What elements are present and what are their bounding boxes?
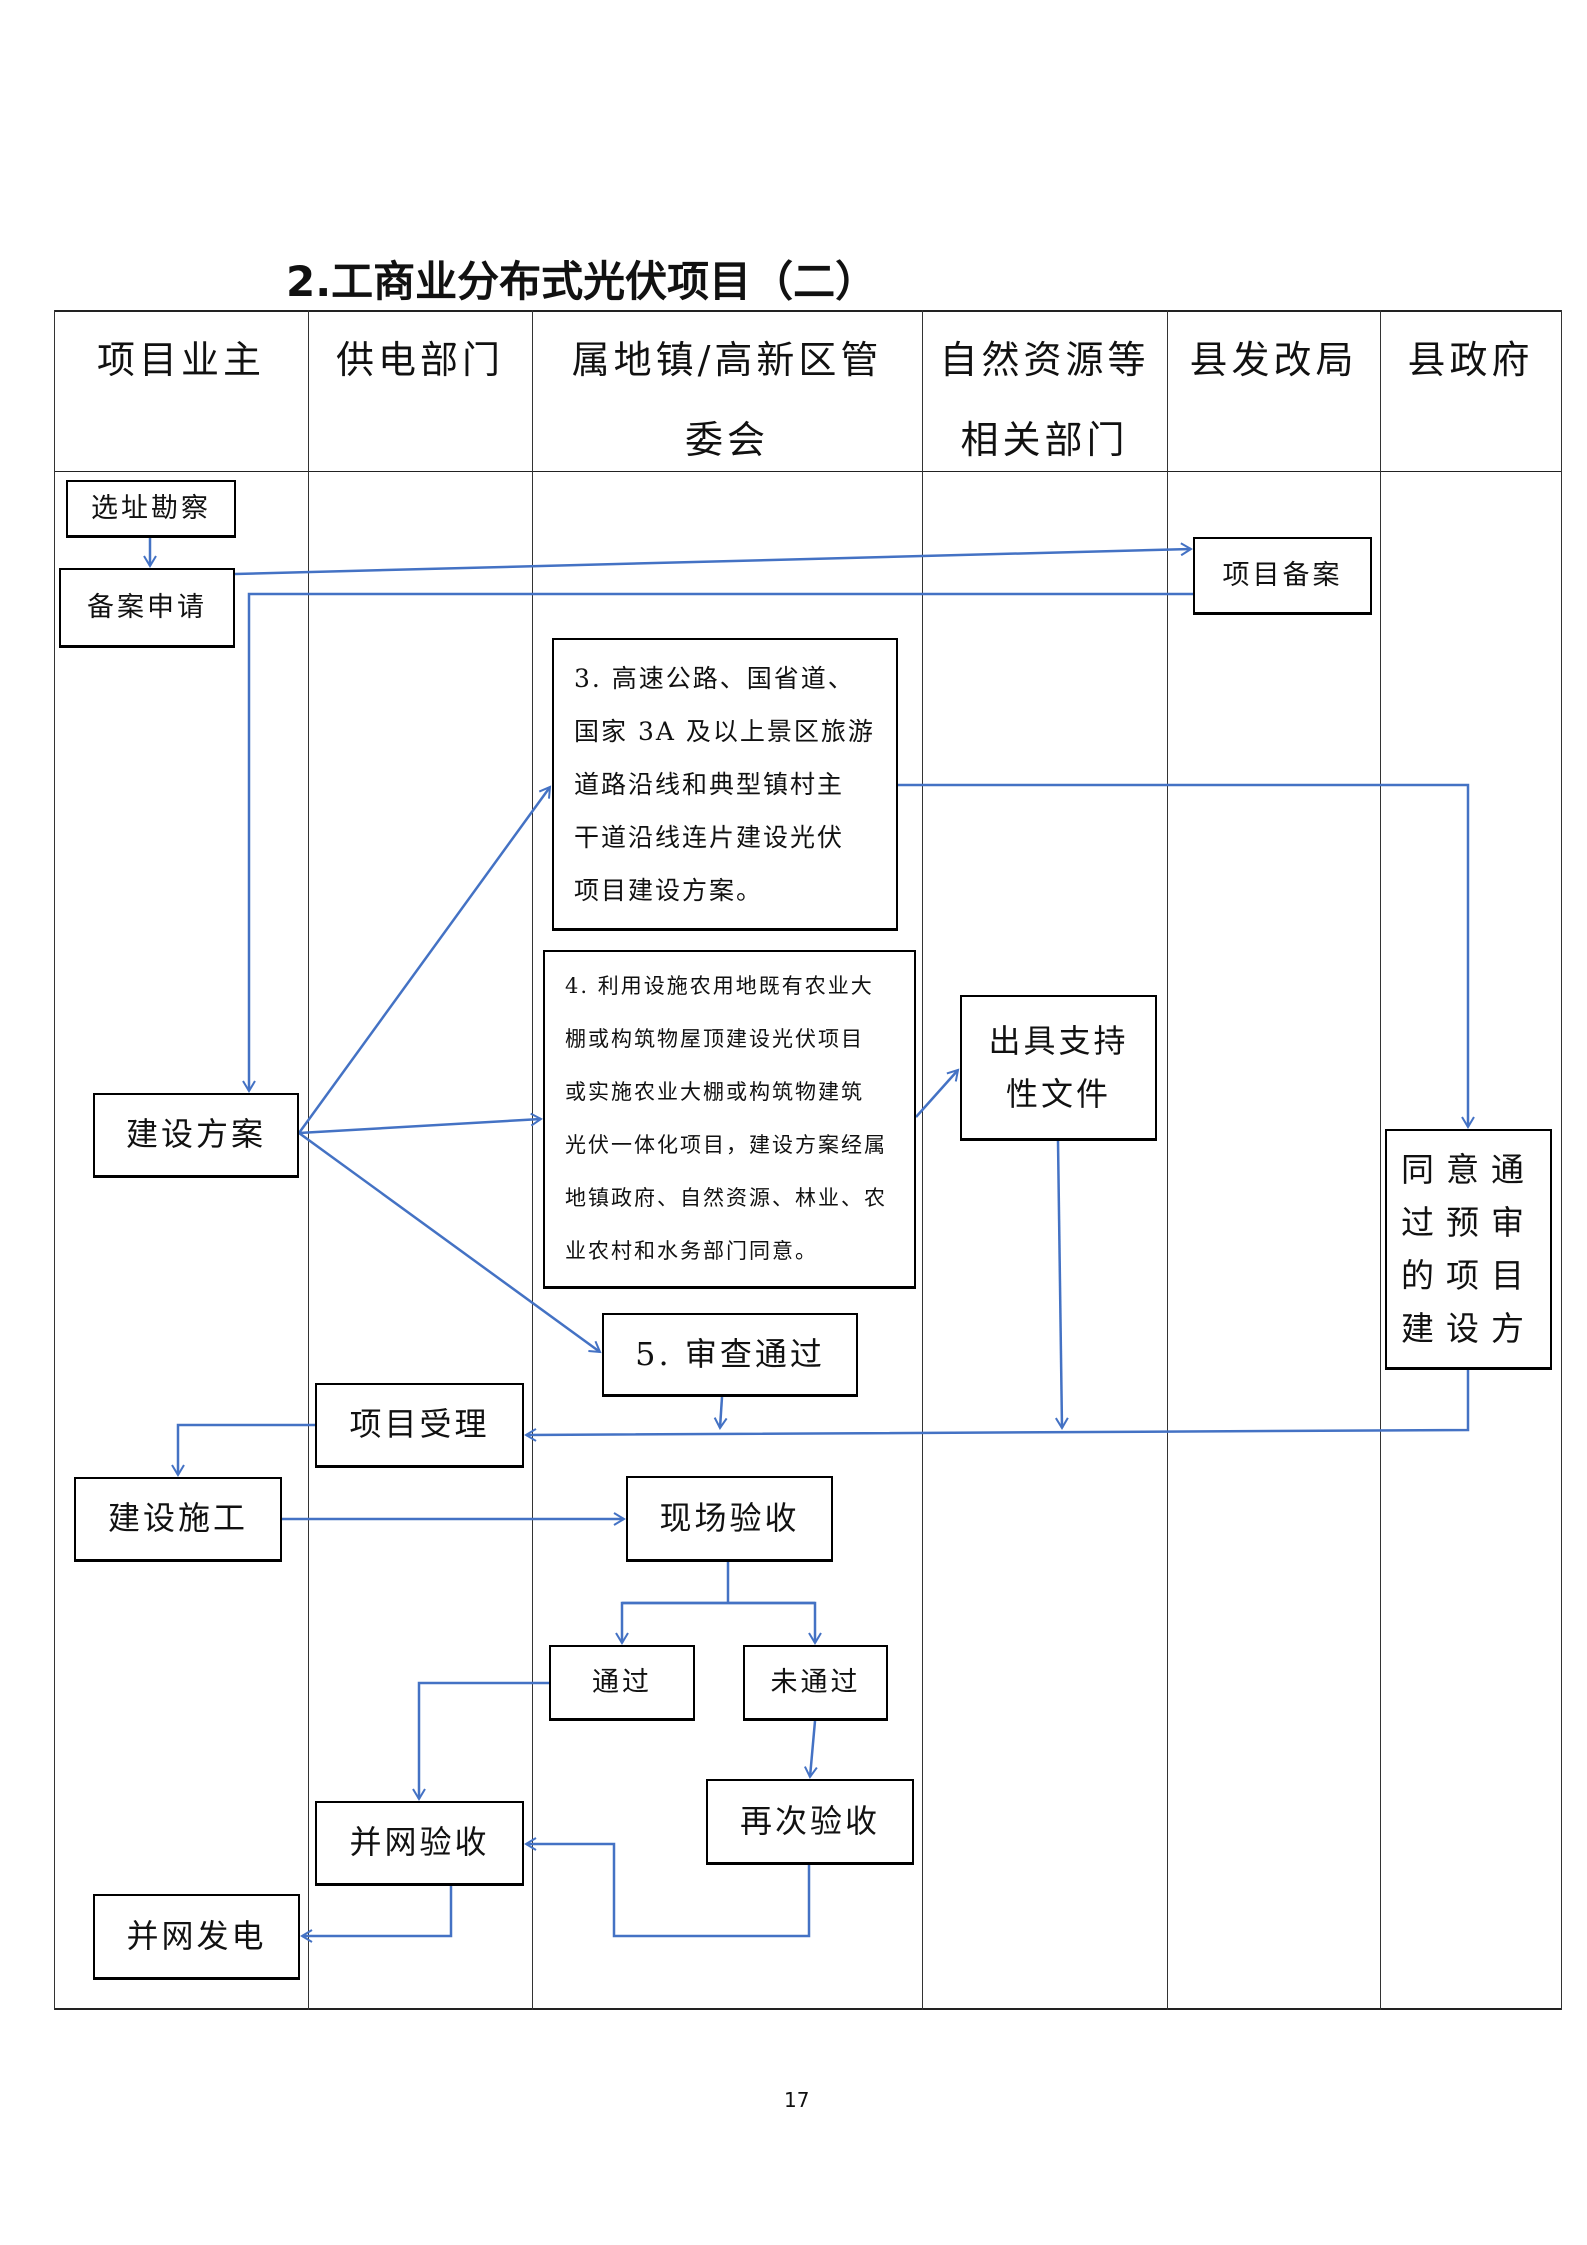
box-text: 并网验收 [349,1823,490,1862]
plan-item3-box: 3. 高速公路、国省道、 国家 3A 及以上景区旅游 道路沿线和典型镇村主 干道… [552,638,898,931]
arrow-to-passed [615,1601,815,1645]
project-filing-box: 项目备案 [1193,537,1372,615]
box-text: 项目建设方案。 [574,875,764,905]
arrow-review-down [713,1396,728,1430]
header-text: 县发改局 [1189,338,1358,382]
box-text: 再次验收 [739,1801,880,1840]
page-title: 2.工商业分布式光伏项目（二） [286,257,878,306]
header-text: 属地镇/高新区管 [571,338,883,382]
not-passed-box: 未通过 [743,1645,888,1721]
box-text: 现场验收 [659,1498,800,1537]
box-text: 道路沿线和典型镇村主 [574,769,845,799]
header-text: 相关部门 [960,418,1129,462]
box-text: 干道沿线连片建设光伏 [574,822,845,852]
project-acceptance-box: 项目受理 [315,1383,524,1468]
filing-application-box: 备案申请 [59,568,235,648]
box-text: 3. 高速公路、国省道、 [574,663,855,693]
box-text: 5. 审查通过 [635,1334,825,1373]
box-text: 项目受理 [349,1405,490,1444]
box-text: 同意通 [1401,1150,1536,1189]
arrow-application-to-filing [234,542,1193,576]
passed-box: 通过 [549,1645,695,1721]
review-passed-box: 5. 审查通过 [602,1313,858,1397]
header-text: 委会 [684,418,769,462]
box-text: 业农村和水务部门同意。 [565,1239,818,1263]
arrow-reinspection-to-grid-acceptance [524,1837,811,1938]
column-divider [308,310,309,2010]
header-power-supply: 供电部门 [308,318,532,470]
construction-box: 建设施工 [74,1477,282,1562]
grid-acceptance-box: 并网验收 [315,1801,524,1886]
column-divider [1561,310,1562,2010]
header-county-gov: 县政府 [1380,318,1561,470]
box-text: 过预审 [1401,1203,1536,1242]
box-text: 棚或构筑物屋顶建设光伏项目 [565,1027,864,1051]
arrow-plan-to-item4 [298,1112,543,1135]
header-text: 自然资源等 [939,338,1150,382]
grid-generation-box: 并网发电 [93,1894,300,1980]
reinspection-box: 再次验收 [706,1779,914,1865]
header-divider [54,471,1561,472]
arrow-filing-to-plan [242,592,1193,1093]
table-top-border [54,310,1561,312]
column-divider [54,310,55,2010]
arrow-support-down [1055,1140,1069,1430]
column-divider [532,310,533,2010]
arrow-plan-to-item3 [297,785,552,1134]
box-text: 未通过 [770,1666,861,1698]
box-text: 地镇政府、自然资源、林业、农 [565,1186,887,1210]
box-text: 性文件 [1005,1074,1111,1113]
box-text: 建设施工 [107,1499,248,1538]
box-text: 通过 [592,1666,652,1698]
arrow-item4-to-support [915,1068,960,1118]
header-town-committee: 属地镇/高新区管 委会 [532,318,922,470]
plan-item4-box: 4. 利用设施农用地既有农业大 棚或构筑物屋顶建设光伏项目 或实施农业大棚或构筑… [543,950,916,1289]
box-text: 国家 3A 及以上景区旅游 [574,716,875,746]
page-number: 17 [784,2088,810,2112]
arrow-plan-to-review [298,1131,602,1354]
arrow-item3-to-gov [898,783,1475,1129]
column-divider [1167,310,1168,2010]
support-documents-box: 出具支持 性文件 [960,995,1157,1141]
box-text: 备案申请 [87,591,207,623]
arrow-grid-acceptance-to-generation [300,1886,453,1943]
onsite-inspection-box: 现场验收 [626,1476,833,1562]
header-text: 县政府 [1407,338,1534,382]
arrow-acceptance-to-construction [171,1423,315,1477]
box-text: 建设方案 [125,1115,266,1154]
gov-approval-box: 同意通 过预审 的项目 建设方 [1385,1129,1552,1370]
box-text: 的项目 [1401,1256,1536,1295]
box-text: 并网发电 [126,1916,267,1955]
arrow-passed-to-grid-acceptance [412,1681,549,1801]
box-text: 光伏一体化项目，建设方案经属 [565,1133,887,1157]
header-county-drc: 县发改局 [1167,318,1380,470]
arrow-to-not-passed [622,1601,822,1645]
header-text: 供电部门 [335,338,504,382]
box-text: 选址勘察 [91,492,211,524]
box-text: 或实施农业大棚或构筑物建筑 [565,1080,864,1104]
column-divider [922,310,923,2010]
arrow-gov-to-acceptance [524,1370,1470,1442]
header-text: 项目业主 [96,338,265,382]
construction-plan-box: 建设方案 [93,1093,299,1178]
arrow-not-passed-to-reinspection [804,1720,818,1779]
site-survey-box: 选址勘察 [66,480,236,538]
box-text: 出具支持 [988,1021,1129,1060]
table-bottom-border [54,2008,1561,2010]
header-natural-resources: 自然资源等 相关部门 [922,318,1167,470]
box-text: 项目备案 [1222,559,1343,591]
box-text: 4. 利用设施农用地既有农业大 [565,974,874,998]
header-project-owner: 项目业主 [54,318,308,470]
column-divider [1380,310,1381,2010]
box-text: 建设方 [1401,1309,1536,1348]
